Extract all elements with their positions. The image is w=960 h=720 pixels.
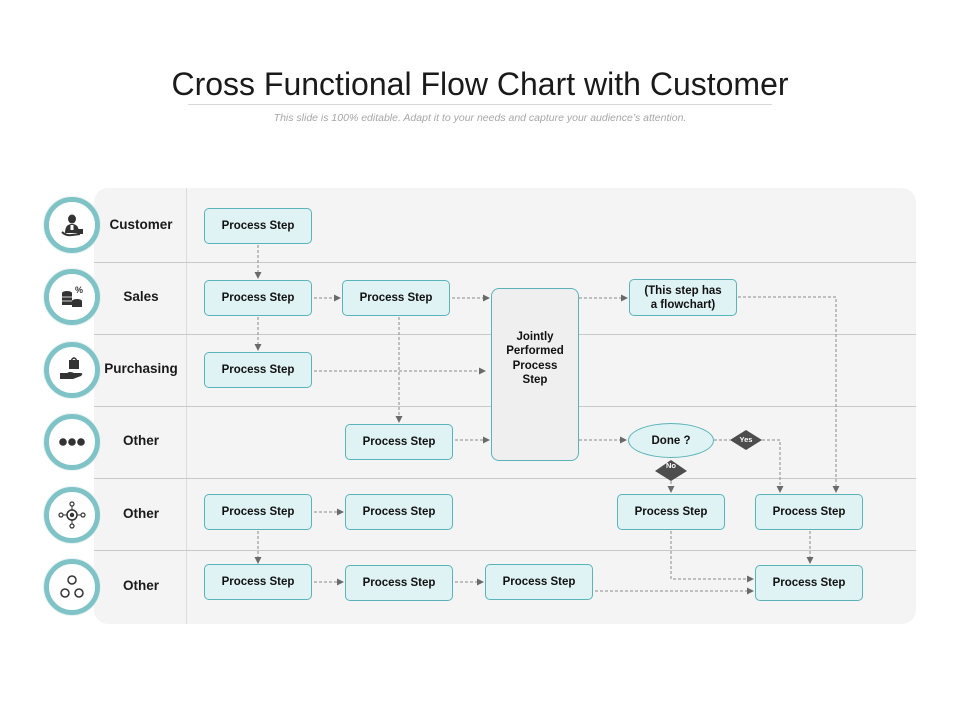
other-process-step[interactable]: Process Step [345,494,453,530]
three-dots-icon [44,414,100,470]
other-process-step[interactable]: Process Step [204,564,312,600]
lane-label-other: Other [122,578,159,593]
no-branch-diamond [655,460,687,481]
other-process-step[interactable]: Process Step [204,494,312,530]
other-process-step[interactable]: Process Step [755,565,863,601]
other-process-step[interactable]: Process Step [345,424,453,460]
svg-text:%: % [75,285,83,295]
no-branch-label: No [666,461,676,470]
flowchart-process-step[interactable]: (This step has a flowchart) [629,279,737,316]
lane-divider [94,262,916,263]
purchasing-process-step[interactable]: Process Step [204,352,312,388]
title-divider [188,104,772,105]
sales-process-step[interactable]: Process Step [204,280,312,316]
other-process-step[interactable]: Process Step [485,564,593,600]
other-process-step[interactable]: Process Step [755,494,863,530]
lane-divider [94,478,916,479]
other-process-step[interactable]: Process Step [345,565,453,601]
other-process-step[interactable]: Process Step [617,494,725,530]
sales-process-step[interactable]: Process Step [342,280,450,316]
jointly-performed-label: Jointly Performed Process Step [506,330,564,387]
yes-branch-diamond [730,430,762,450]
page-title: Cross Functional Flow Chart with Custome… [171,66,789,102]
customer-icon [44,197,100,253]
lane-label-sales: Sales [123,289,159,304]
page-subtitle: This slide is 100% editable. Adapt it to… [273,112,687,124]
jointly-performed-step[interactable]: Jointly Performed Process Step [491,288,579,461]
network-target-icon [44,487,100,543]
customer-process-step[interactable]: Process Step [204,208,312,244]
lane-label-customer: Customer [109,217,173,232]
hand-bag-icon [44,342,100,398]
coins-percent-icon: % [44,269,100,325]
done-decision[interactable]: Done ? [628,423,714,458]
lane-label-purchasing: Purchasing [104,361,178,376]
lane-label-other: Other [122,506,159,521]
three-circles-icon [44,559,100,615]
lane-label-other: Other [122,433,159,448]
yes-branch-label: Yes [739,435,753,444]
lane-divider [94,550,916,551]
